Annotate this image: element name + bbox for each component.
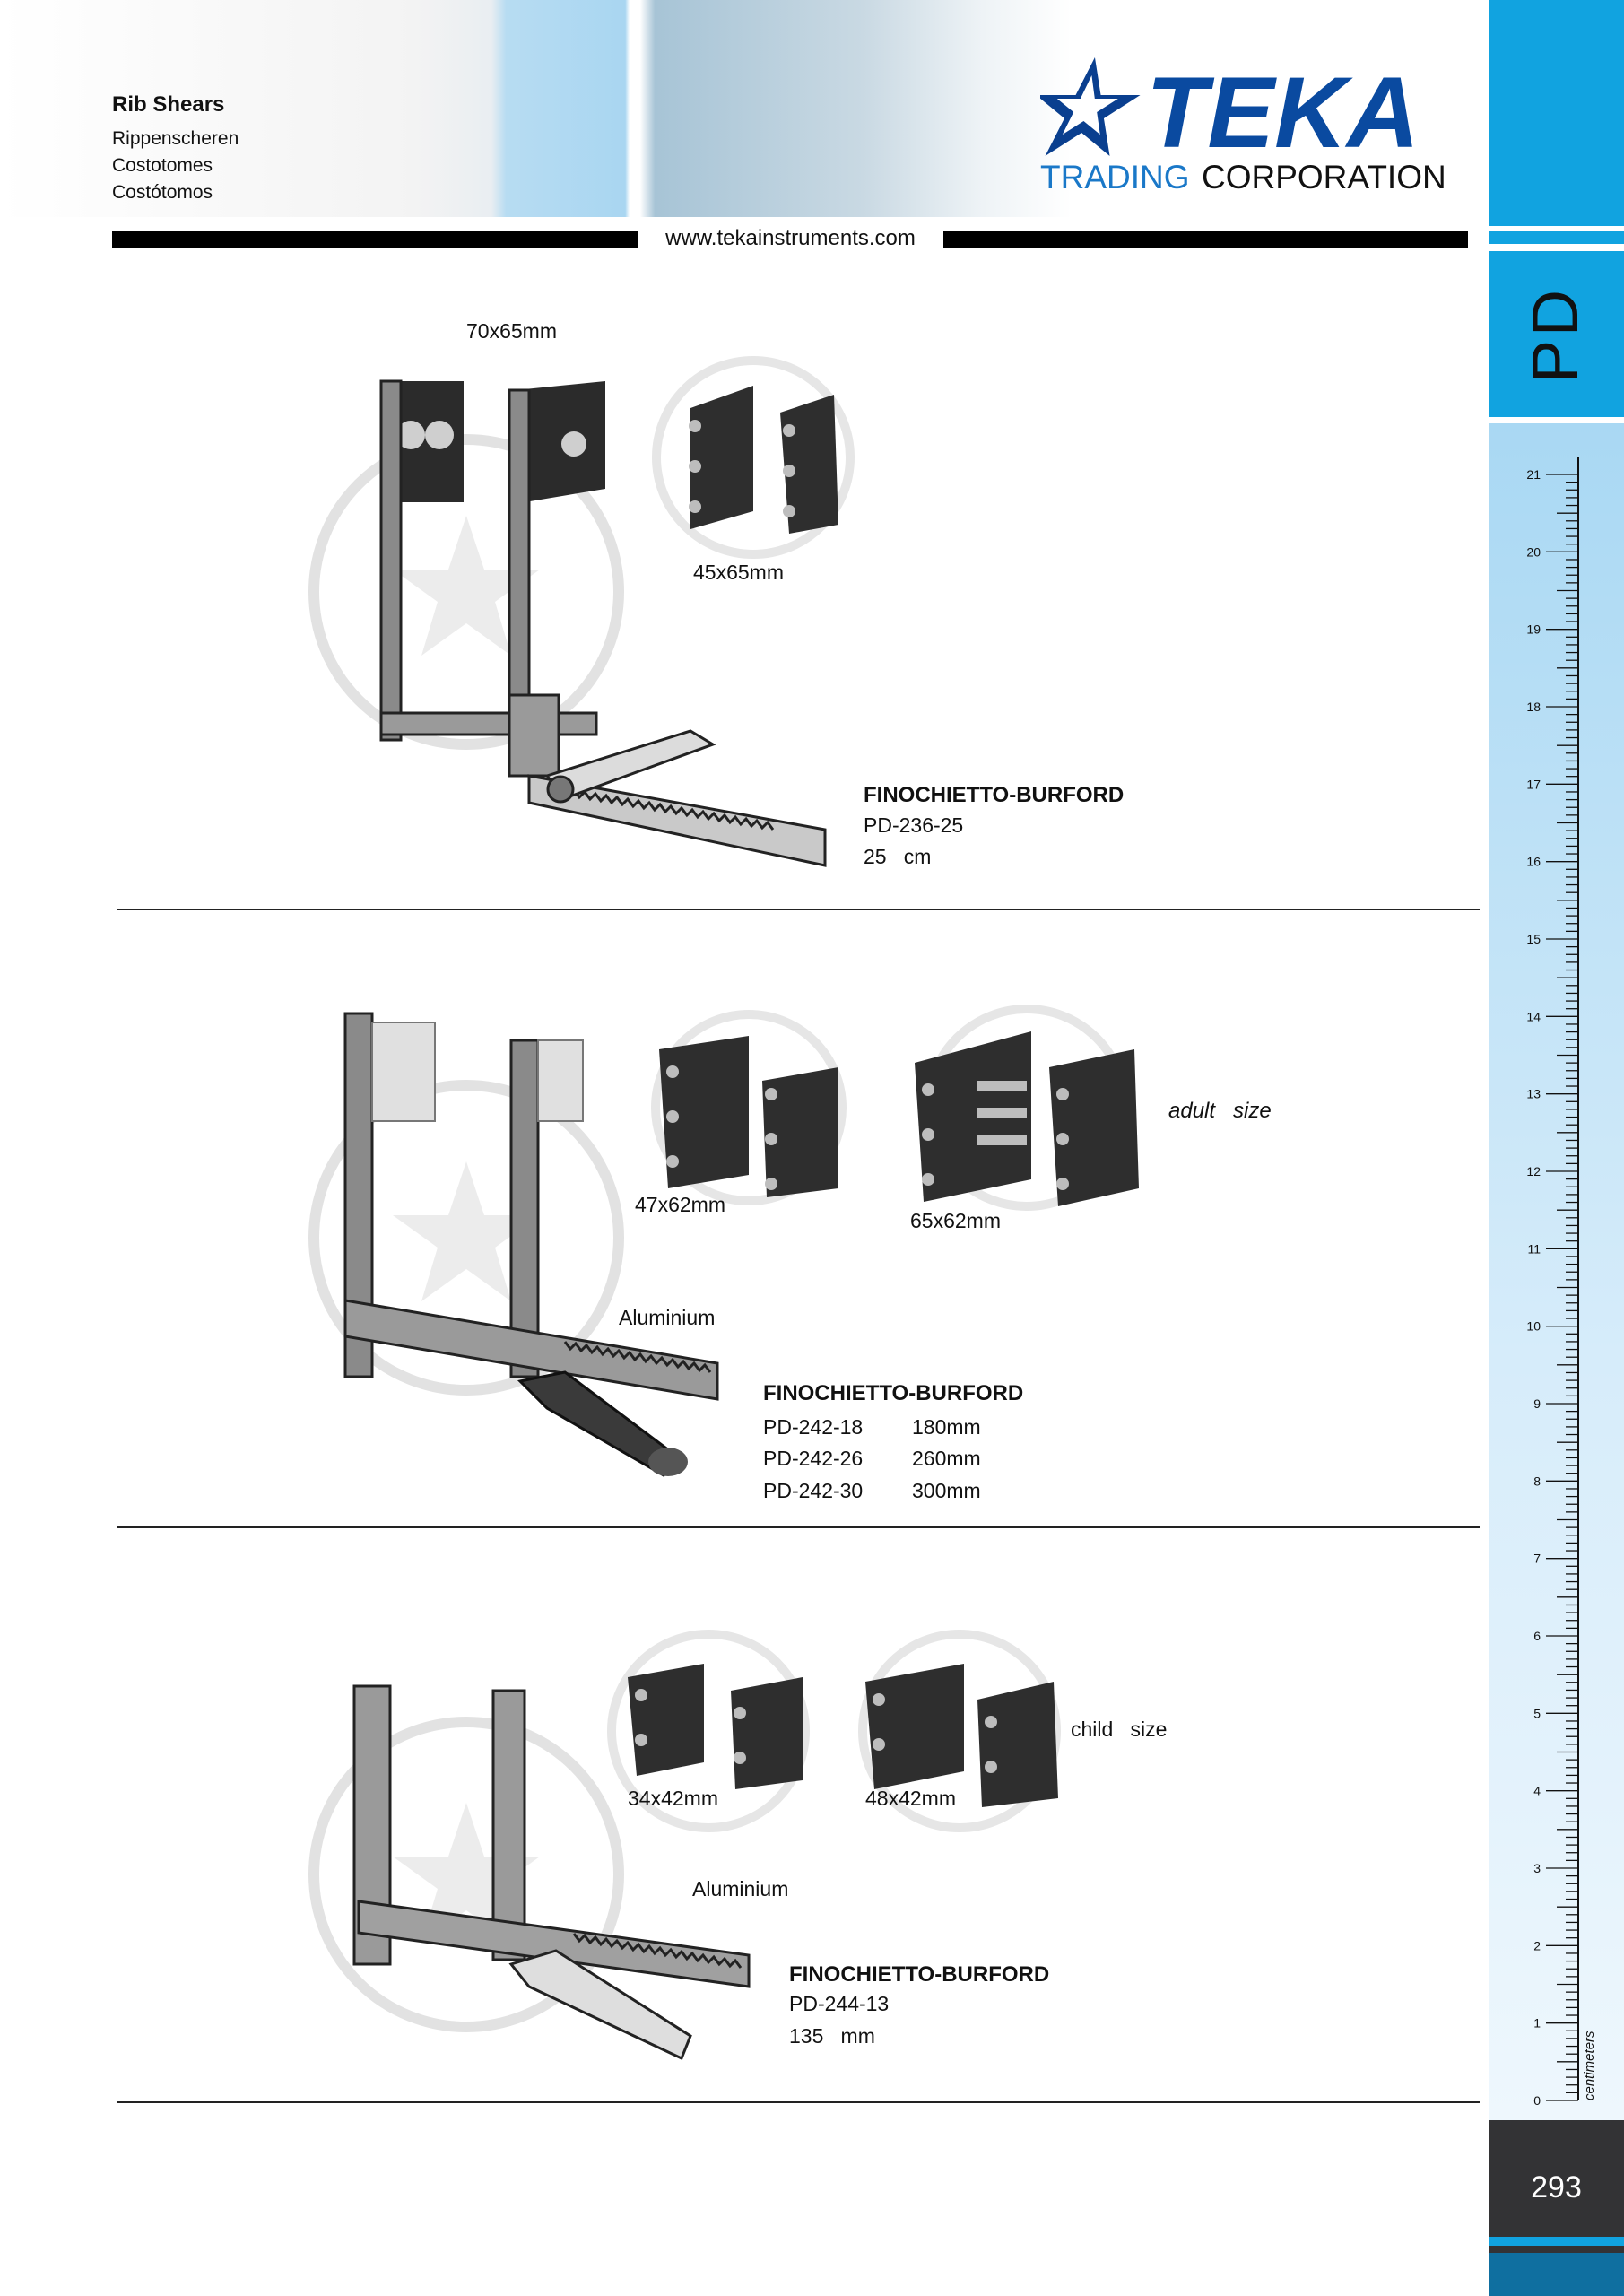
variant-code: PD-242-18	[763, 1415, 864, 1439]
rack-bar	[527, 774, 827, 867]
sidebar-footer-stripe	[1489, 2253, 1624, 2296]
ruler-ticks	[1546, 457, 1579, 2101]
material-label: Aluminium	[619, 1306, 716, 1329]
blade-pair-illustration-3b	[858, 1630, 1061, 1832]
ruler-label: 2	[1533, 1938, 1541, 1952]
crank-handle	[544, 729, 716, 804]
rib-spreader-illustration-2	[308, 1012, 719, 1478]
section-tab	[1489, 251, 1624, 417]
blade-size-label: 48x42mm	[865, 1787, 956, 1810]
ruler-label: 6	[1533, 1629, 1541, 1643]
product-code: PD-244-13	[789, 1992, 890, 2015]
ruler-label: 13	[1526, 1087, 1541, 1101]
variant-code: PD-242-30	[763, 1479, 864, 1502]
size-note: adult size	[1168, 1099, 1272, 1123]
rib-spreader-illustration-1	[308, 379, 827, 867]
right-arm	[508, 381, 605, 778]
product-code: PD-236-25	[864, 813, 964, 837]
blade-pair-illustration-2b	[915, 1004, 1139, 1211]
ruler-label: 18	[1526, 700, 1541, 714]
ruler-label: 8	[1533, 1474, 1541, 1488]
ruler-label: 20	[1526, 544, 1541, 559]
website-link[interactable]: www.tekainstruments.com	[665, 226, 916, 250]
ruler-label: 12	[1526, 1164, 1541, 1178]
ruler-label: 1	[1533, 2016, 1541, 2031]
section-divider	[117, 1526, 1480, 1528]
ruler-label: 3	[1533, 1861, 1541, 1875]
blade-pair-illustration-2a	[651, 1010, 847, 1205]
header-rule-left	[112, 231, 638, 248]
blade-size-label: 70x65mm	[466, 319, 557, 343]
product-name: FINOCHIETTO-BURFORD	[864, 783, 1125, 807]
watermark-seal	[308, 434, 624, 750]
product-size: 135 mm	[789, 2024, 875, 2048]
ruler-label: 5	[1533, 1706, 1541, 1720]
sidebar-stripe	[1489, 226, 1624, 231]
ruler-label: 14	[1526, 1009, 1541, 1023]
logo-wordmark: TEKA	[1146, 57, 1420, 169]
ruler-label: 19	[1526, 622, 1541, 637]
sidebar-footer-stripe	[1489, 2237, 1624, 2246]
logo-tagline-trading: TRADING	[1040, 159, 1190, 196]
section-code-text: PD	[1520, 285, 1593, 383]
section-code: PD	[1489, 251, 1624, 417]
teka-logo: TEKA TRADING CORPORATION	[1040, 57, 1446, 196]
subtitle-french: Costotomes	[112, 155, 213, 176]
ruler-label: 16	[1526, 855, 1541, 869]
ruler-label: 10	[1526, 1319, 1541, 1334]
ruler-label: 4	[1533, 1784, 1541, 1798]
section-divider	[117, 909, 1480, 910]
product-name: FINOCHIETTO-BURFORD	[789, 1962, 1050, 1987]
header-rule-right	[943, 231, 1468, 248]
variant-size: 180mm	[912, 1415, 981, 1439]
ruler-label: 17	[1526, 777, 1541, 791]
sidebar-top-panel	[1489, 0, 1624, 226]
variant-size: 260mm	[912, 1447, 981, 1470]
subtitle-spanish: Costótomos	[112, 182, 213, 203]
ruler-label: 21	[1526, 467, 1541, 482]
logo-tagline-corporation: CORPORATION	[1202, 159, 1446, 196]
ruler-label: 11	[1527, 1241, 1541, 1256]
left-arm	[379, 379, 598, 742]
blade-size-label: 65x62mm	[910, 1209, 1001, 1232]
blade-pair-illustration-1	[652, 356, 855, 559]
rib-spreader-illustration-3	[308, 1684, 751, 2061]
star-icon	[1040, 57, 1141, 156]
ruler-label: 7	[1533, 1552, 1541, 1566]
ruler-label: 0	[1533, 2093, 1541, 2108]
material-label: Aluminium	[692, 1877, 789, 1900]
blade-size-label: 45x65mm	[693, 561, 784, 584]
sidebar-stripe	[1489, 231, 1624, 244]
page-title: Rib Shears	[112, 92, 225, 117]
page-number: 293	[1531, 2170, 1582, 2205]
blade-pair-illustration-3a	[607, 1630, 810, 1832]
ruler-label: 15	[1526, 932, 1541, 946]
blade-size-label: 47x62mm	[635, 1193, 725, 1216]
variant-size: 300mm	[912, 1479, 981, 1502]
section-divider	[117, 2101, 1480, 2103]
watermark-star-icon	[393, 516, 540, 656]
ruler-panel	[1489, 423, 1624, 2120]
ruler-unit-label: centimeters	[1582, 2031, 1597, 2100]
size-note: child size	[1071, 1718, 1168, 1741]
product-size: 25 cm	[864, 845, 932, 868]
subtitle-german: Rippenscheren	[112, 128, 239, 149]
variant-code: PD-242-26	[763, 1447, 864, 1470]
header-banner	[0, 0, 1489, 217]
blade-size-label: 34x42mm	[628, 1787, 718, 1810]
ruler-label: 9	[1533, 1396, 1541, 1411]
sidebar-stripe	[1489, 244, 1624, 251]
product-name: FINOCHIETTO-BURFORD	[763, 1381, 1024, 1405]
